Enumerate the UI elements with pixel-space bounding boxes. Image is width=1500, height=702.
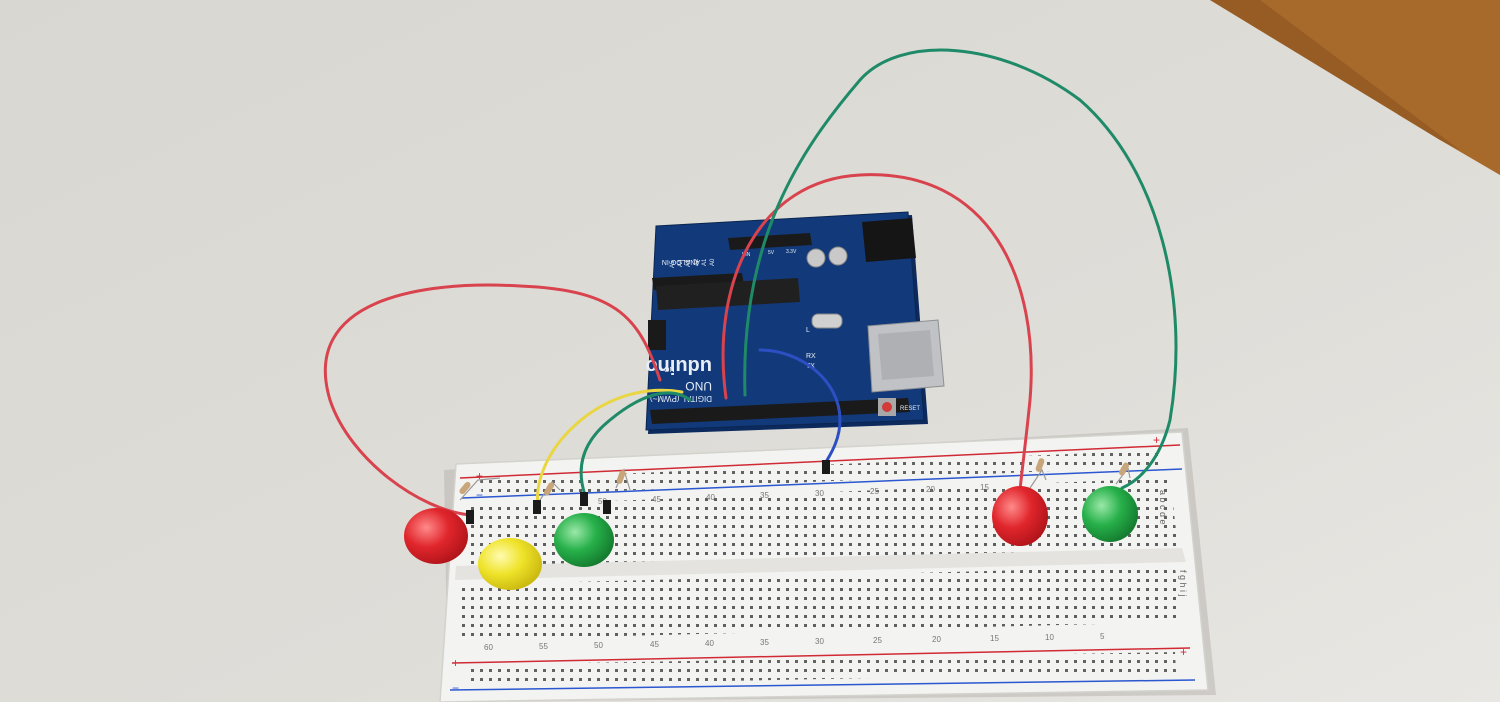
digital-header-label: DIGITAL (PWM~) <box>650 394 712 403</box>
col-label-upper: 15 <box>980 483 989 492</box>
analog-pin-label: A2 <box>694 258 700 266</box>
col-label-lower: 35 <box>760 638 769 647</box>
power-pin-label: 5V <box>768 250 775 256</box>
resistor-lead <box>539 481 561 501</box>
green-wire-long <box>743 48 1178 490</box>
wire-plugs <box>466 460 830 524</box>
rail-plus-top: + <box>476 469 483 483</box>
col-label-upper: 50 <box>598 497 607 506</box>
board-brand: uduino <box>645 355 712 377</box>
reset-label: RESET <box>900 406 920 412</box>
resistors <box>459 466 1131 501</box>
col-label-lower: 10 <box>1045 633 1054 642</box>
col-label-lower: 45 <box>650 640 659 649</box>
resistor-lead <box>1029 468 1047 489</box>
wire-plug <box>580 492 588 506</box>
atmega-chip <box>656 278 800 310</box>
col-label-lower: 60 <box>484 643 493 652</box>
usb-port-inner <box>878 330 934 380</box>
rail-minus-bottom: − <box>452 681 459 695</box>
col-label-lower: 30 <box>815 637 824 646</box>
rail-plus-top-right: + <box>1153 433 1160 447</box>
analog-pin-label: A0 <box>710 258 716 266</box>
green-led-left <box>554 513 614 567</box>
resistor-bodies <box>459 458 1129 496</box>
row-letters-upper: a b c d e <box>1158 490 1168 525</box>
leds <box>404 486 1138 590</box>
rail-plus-bottom: + <box>452 656 459 670</box>
col-label-upper: 25 <box>870 487 879 496</box>
power-jack <box>862 218 916 262</box>
red-wire-long <box>721 173 1033 492</box>
icsp-header <box>648 320 666 350</box>
resistor <box>1119 462 1129 476</box>
resistor-lead <box>459 477 501 501</box>
col-label-upper: 45 <box>652 495 661 504</box>
arduino-uno-board <box>645 211 945 434</box>
resistor <box>544 482 554 496</box>
wire-plug <box>533 500 541 514</box>
col-label-lower: 55 <box>539 642 548 651</box>
on-led-label: ON <box>664 367 675 374</box>
analog-pin-labels: A0 A1 A2 A3 A4 A5 <box>670 258 716 268</box>
wire-plug <box>466 510 474 524</box>
rail-minus-top: − <box>476 488 483 502</box>
resistor <box>459 481 471 495</box>
col-label-lower: 5 <box>1100 632 1105 641</box>
col-label-lower: 40 <box>705 639 714 648</box>
yellow-led <box>478 538 542 590</box>
l-led-label: L <box>806 327 810 334</box>
red-led-left <box>404 508 468 564</box>
green-wire-short <box>579 391 692 497</box>
power-pin-label: 3.3V <box>786 249 797 255</box>
capacitor <box>828 246 848 266</box>
red-led-right <box>992 486 1048 546</box>
analog-pin-label: A4 <box>678 259 684 267</box>
analog-pin-label: A3 <box>686 259 692 267</box>
col-label-lower: 15 <box>990 634 999 643</box>
digital-header <box>650 398 910 424</box>
col-label-upper: 40 <box>706 493 715 502</box>
board-model: UNO <box>685 379 712 393</box>
row-letters-lower: f g h i j <box>1178 570 1188 597</box>
power-pin-labels: VIN 5V 3.3V <box>742 249 797 258</box>
resistor <box>616 470 626 484</box>
col-label-upper: 35 <box>760 491 769 500</box>
analog-pin-label: A5 <box>670 260 676 268</box>
yellow-wire <box>535 388 684 507</box>
col-label-lower: 50 <box>594 641 603 650</box>
col-label-upper: 30 <box>815 489 824 498</box>
wall-shadow <box>1210 0 1460 150</box>
col-label-lower: 20 <box>932 635 941 644</box>
wires <box>323 48 1178 517</box>
col-label-lower: 25 <box>873 636 882 645</box>
col-label-upper: 20 <box>926 485 935 494</box>
reset-button-cap[interactable] <box>882 402 892 412</box>
rail-plus-bottom-right: + <box>1180 645 1187 659</box>
red-wire-left-loop <box>323 283 662 517</box>
wire-plug <box>603 500 611 514</box>
power-pin-label: VIN <box>742 252 751 258</box>
wire-plug <box>822 460 830 474</box>
blue-wire <box>758 348 842 464</box>
green-led-right <box>1082 486 1138 542</box>
crystal-oscillator <box>811 313 843 329</box>
column-number-labels: 50 45 40 35 30 25 20 15 60 55 50 45 40 3… <box>484 483 1105 652</box>
rx-led-label: RX <box>806 353 816 360</box>
resistor <box>1035 458 1045 472</box>
capacitor <box>806 248 826 268</box>
analog-pin-label: A1 <box>702 258 708 266</box>
analog-header-label: ANALOG IN <box>662 258 700 265</box>
